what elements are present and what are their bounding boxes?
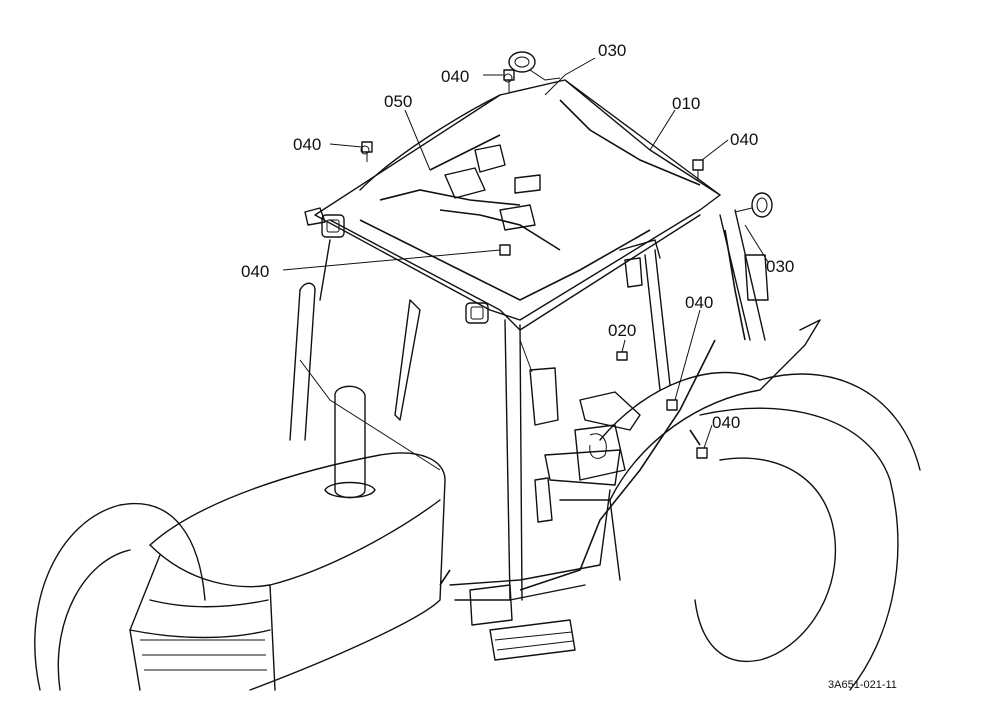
callout-040-pillar: 040	[685, 293, 713, 312]
work-lamp-left	[304, 207, 345, 238]
bolt-icon	[361, 69, 708, 459]
wiring-harness	[359, 99, 746, 591]
callout-050: 050	[384, 92, 412, 111]
tractor-body	[34, 282, 921, 691]
callout-040-left: 040	[293, 135, 321, 154]
callout-040-top: 040	[441, 67, 469, 86]
callout-030-top: 030	[598, 41, 626, 60]
roof-switch-panel	[360, 73, 541, 231]
work-lamp-right	[734, 192, 773, 218]
work-lamp-top	[508, 51, 561, 81]
reference-code: 3A651-021-11	[828, 679, 897, 691]
cab-frame	[299, 79, 769, 601]
leader-lines	[282, 57, 769, 449]
work-lamp-front	[465, 302, 489, 324]
callout-020: 020	[608, 321, 636, 340]
callout-030-right: 030	[766, 257, 794, 276]
callout-040-lower-right: 040	[712, 413, 740, 432]
callout-040-mid: 040	[241, 262, 269, 281]
callout-040-right-top: 040	[730, 130, 758, 149]
callout-010: 010	[672, 94, 700, 113]
